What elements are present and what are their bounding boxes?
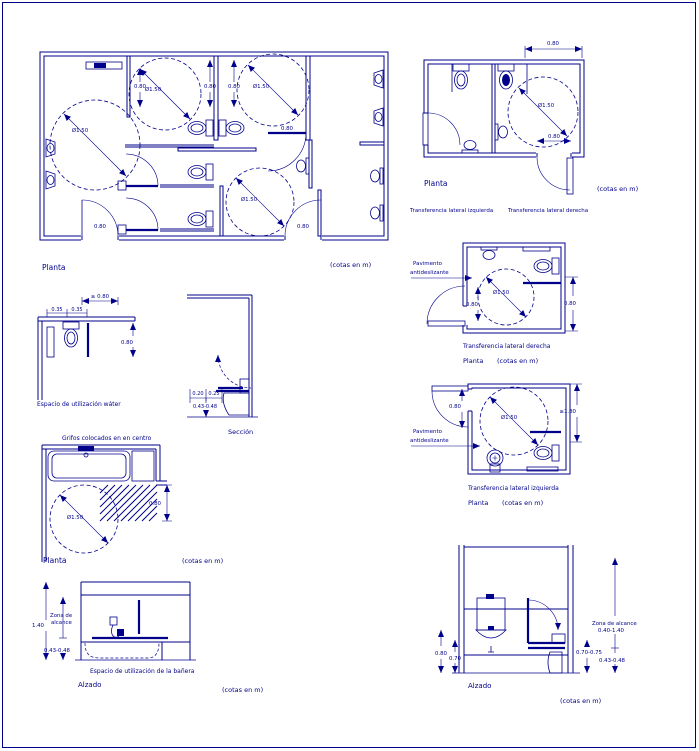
caption: Transferencia lateral izquierda — [467, 485, 559, 492]
transfer-left-plan: 0.80 ≥1.80 Ø1.50 Pavimento antideslizant… — [410, 384, 582, 507]
dim-label: 0.43-0.48 — [193, 404, 217, 410]
elevation-title: Alzado — [78, 681, 101, 689]
dim-label: 0.80 — [548, 134, 561, 140]
dim-label: 0.80 — [228, 84, 241, 90]
caption-transfer-right: Transferencia lateral derecha — [507, 208, 588, 214]
dim-label: 0.80 — [134, 84, 147, 90]
units-note: (cotas en m) — [597, 185, 638, 193]
elevation-title: Alzado — [468, 682, 491, 690]
circle-diameter-label: Ø1.50 — [241, 196, 258, 203]
transfer-right-plan: 0.80 0.80 Ø1.50 Pavimento antideslizante… — [410, 242, 578, 365]
plan-title: Planta — [43, 556, 67, 565]
circle-diameter-label: Ø1.50 — [493, 289, 510, 296]
dim-label: 0.43-0.48 — [599, 658, 626, 664]
transfer-plan: 0.80 0.80 Ø1.50 Planta (cotas en m) Tran… — [409, 41, 638, 214]
dim-label: 0.70-0.75 — [576, 650, 602, 656]
plan-title: Planta — [463, 357, 483, 365]
dim-label: ≥ 0.80 — [91, 294, 110, 300]
dim-label: 0.80 — [449, 404, 462, 410]
circle-diameter-label: Ø1.50 — [538, 102, 555, 109]
wc-section: 0.20 0.25 0.43-0.48 Sección — [187, 294, 258, 436]
plan-title: Planta — [42, 263, 66, 272]
restrooms-plan: 0.80 0.80 0.80 0.80 0.80 0.80 Ø1.50 Ø1.5… — [39, 51, 389, 272]
wc-elevation: 0.80 0.70 0.70-0.75 Zona de alcance 0.40… — [435, 545, 637, 705]
plan-title: Planta — [424, 179, 448, 188]
hatch-area — [99, 484, 158, 522]
dim-label: 0.80 — [564, 301, 577, 307]
dim-label: 0.25 — [208, 391, 219, 397]
dim-label: 0.70 — [449, 656, 462, 662]
units-note: (cotas en m) — [560, 697, 601, 705]
units-note: (cotas en m) — [497, 357, 538, 365]
note-antideslizante: antideslizante — [410, 270, 449, 276]
circle-diameter-label: Ø1.50 — [67, 514, 84, 521]
dim-label: 0.80 — [297, 224, 310, 230]
caption: Espacio de utilización wáter — [37, 401, 121, 408]
dim-label: 0.43-0.48 — [44, 648, 71, 654]
caption-grifos: Grifos colocados en en centro — [62, 435, 152, 442]
dim-label: 0.80 — [281, 126, 294, 132]
bathtub-elevation: 1.40 Zona de alcance 0.43-0.48 Espacio d… — [32, 582, 263, 694]
dim-label: 0.80 — [94, 224, 107, 230]
section-title: Sección — [228, 428, 253, 436]
units-note: (cotas en m) — [222, 686, 263, 694]
dim-label: 0.80 — [204, 84, 217, 90]
circle-diameter-label: Ø1.50 — [501, 414, 518, 421]
dim-label: 0.80 — [435, 651, 448, 657]
dim-label: 0.35 — [71, 307, 82, 313]
note-pavimento: Pavimento — [413, 429, 443, 435]
units-note: (cotas en m) — [182, 557, 223, 565]
caption: Transferencia lateral derecha — [462, 343, 551, 350]
bathtub-plan: Grifos colocados en en centro 0.80 Ø1.50… — [41, 435, 223, 565]
note-pavimento: Pavimento — [413, 261, 443, 267]
dim-label: 0.35 — [51, 307, 62, 313]
caption: Espacio de utilización de la bañera — [90, 668, 195, 675]
note-antideslizante: antideslizante — [410, 438, 449, 444]
dim-label: 0.40-1.40 — [598, 628, 625, 634]
dim-label: 0.20 — [192, 391, 203, 397]
circle-diameter-label: Ø1.50 — [253, 83, 270, 90]
dim-label-alcance: alcance — [51, 620, 72, 626]
units-note: (cotas en m) — [502, 499, 543, 507]
dim-label: 0.80 — [121, 340, 134, 346]
plan-title: Planta — [468, 499, 488, 507]
dim-label-zona: Zona de — [50, 613, 73, 619]
wc-space-plan: ≥ 0.80 0.35 0.35 0.80 Espacio de utiliza… — [37, 294, 135, 408]
dim-label: 0.80 — [547, 41, 560, 47]
units-note: (cotas en m) — [330, 261, 371, 269]
circle-diameter-label: Ø1.50 — [72, 127, 89, 134]
dim-label-zona-alcance: Zona de alcance — [592, 621, 637, 627]
dim-label: 0.80 — [466, 302, 479, 308]
dim-label: 0.80 — [149, 501, 162, 507]
circle-diameter-label: Ø1.50 — [145, 86, 162, 93]
dim-label: ≥1.80 — [559, 409, 576, 415]
dim-label: 1.40 — [32, 623, 45, 629]
caption-transfer-left: Transferencia lateral izquierda — [409, 208, 493, 214]
